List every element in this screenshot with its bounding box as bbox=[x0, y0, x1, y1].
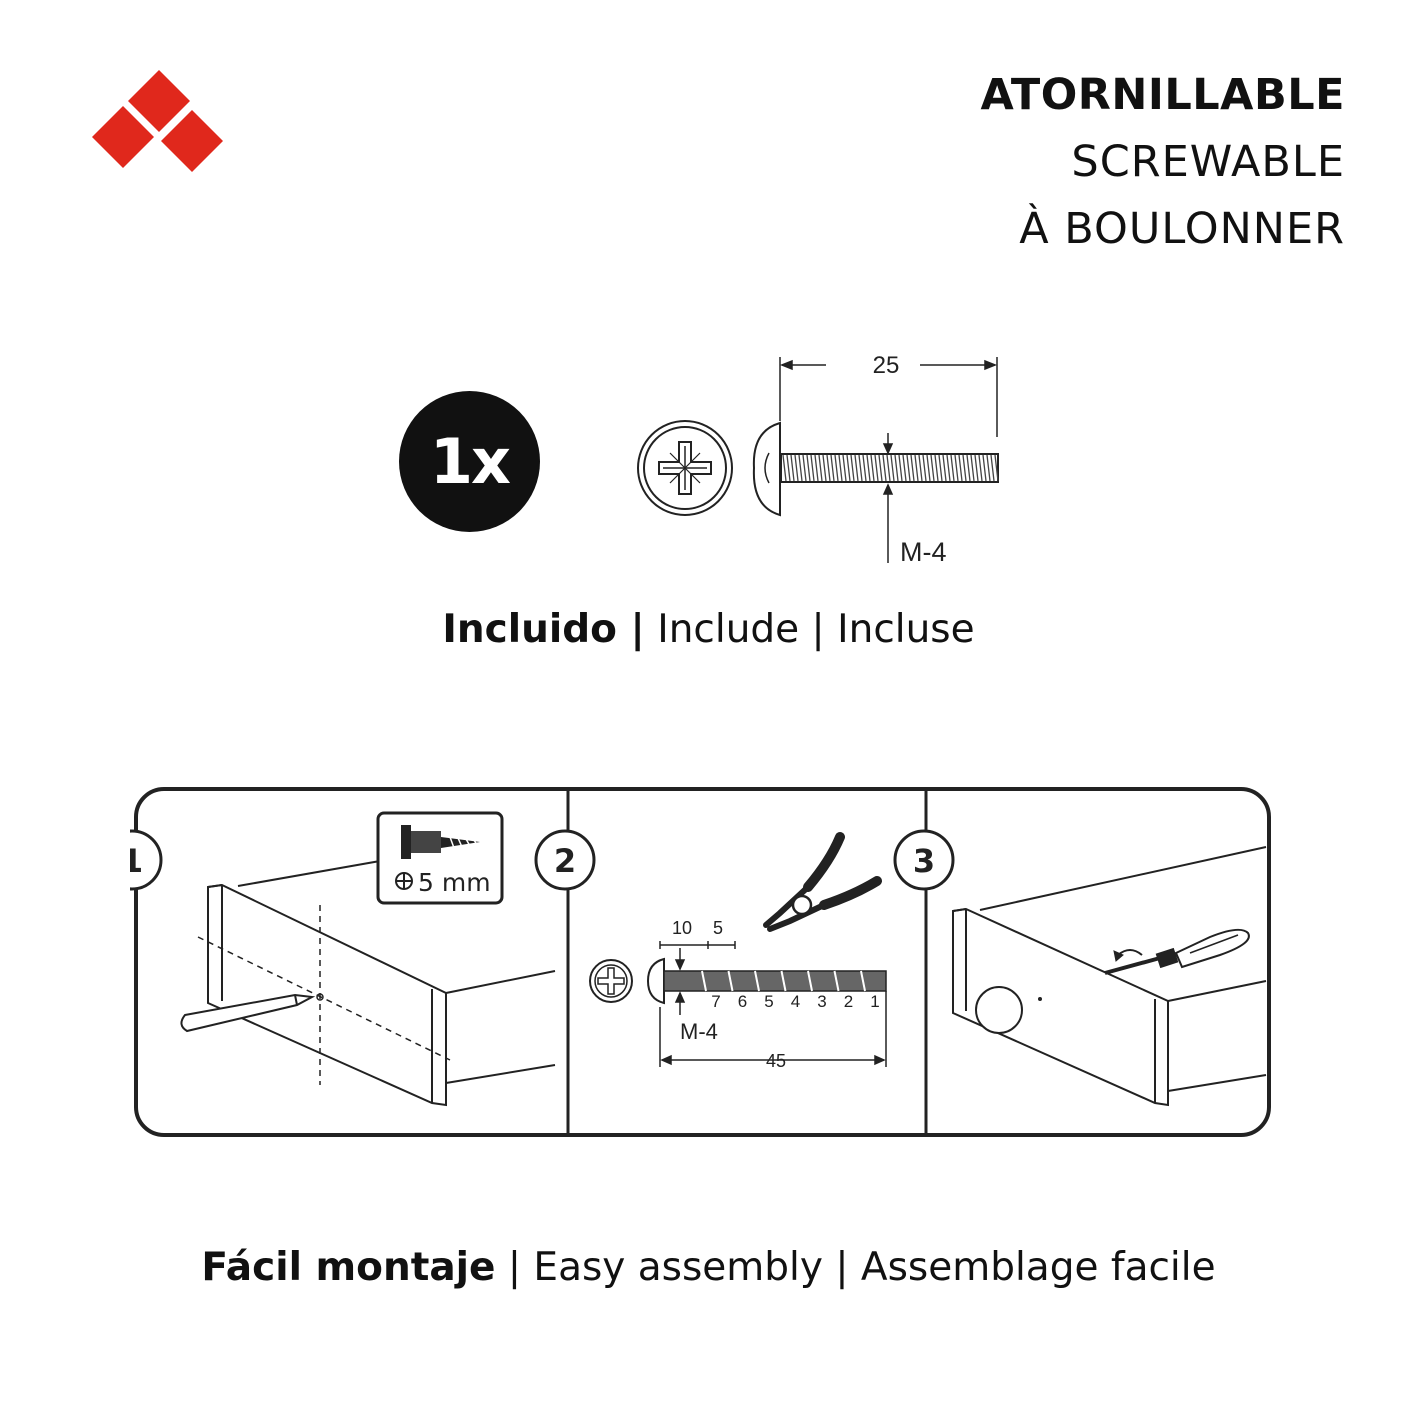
drawer-front-3 bbox=[952, 846, 1267, 1107]
screw-side-view bbox=[752, 421, 999, 517]
included-caption-rest: Include | Incluse bbox=[644, 607, 975, 652]
break-mark-label: 5 bbox=[764, 992, 773, 1011]
assembly-caption-bold: Fácil montaje bbox=[201, 1245, 496, 1290]
step-3-number: 3 bbox=[913, 842, 935, 880]
screw-thread-label: M-4 bbox=[900, 537, 947, 567]
included-caption-bold: Incluido | bbox=[442, 607, 645, 652]
step-3: 3 bbox=[893, 829, 1267, 1107]
dim-5-label: 5 bbox=[713, 918, 723, 938]
step-1: 1 5 mm bbox=[130, 811, 556, 1107]
step-2-length-label: 45 bbox=[766, 1051, 786, 1071]
break-mark bbox=[833, 970, 840, 992]
break-mark bbox=[860, 970, 866, 992]
included-caption: Incluido | Include | Incluse bbox=[0, 607, 1417, 652]
break-mark-label: 3 bbox=[817, 992, 826, 1011]
header-titles: ATORNILLABLE SCREWABLE À BOULONNER bbox=[980, 62, 1345, 263]
pozidriv-head-icon bbox=[637, 420, 733, 516]
step-1-number: 1 bbox=[130, 842, 143, 880]
quantity-badge: 1x bbox=[399, 391, 540, 532]
dim-10-label: 10 bbox=[672, 918, 692, 938]
assembly-caption: Fácil montaje | Easy assembly | Assembla… bbox=[0, 1245, 1417, 1290]
break-mark bbox=[701, 970, 707, 992]
screw-length-label: 25 bbox=[873, 352, 900, 379]
brand-logo-icon bbox=[92, 70, 223, 172]
step-2: 2 10 5 M-4 bbox=[534, 829, 887, 1071]
drill-bit-icon: 5 mm bbox=[376, 811, 504, 905]
title-screwable: SCREWABLE bbox=[1071, 137, 1345, 187]
step-2-badge bbox=[534, 829, 596, 891]
break-mark-label: 1 bbox=[870, 992, 879, 1011]
pliers-icon bbox=[763, 832, 882, 932]
break-mark-label: 4 bbox=[791, 992, 800, 1011]
break-mark bbox=[727, 970, 734, 992]
assembly-caption-rest: | Easy assembly | Assemblage facile bbox=[495, 1245, 1216, 1290]
title-a-boulonner: À BOULONNER bbox=[1019, 204, 1345, 254]
assembly-steps-panel: 1 5 mm bbox=[130, 787, 1271, 1137]
break-mark bbox=[807, 970, 813, 992]
screw-diagram: 25 M-4 bbox=[637, 352, 999, 567]
break-mark-label: 2 bbox=[844, 992, 853, 1011]
break-mark-label: 7 bbox=[711, 992, 720, 1011]
break-mark bbox=[754, 970, 760, 992]
step-2-number: 2 bbox=[554, 842, 576, 880]
break-mark bbox=[780, 970, 787, 992]
drill-size-label: 5 mm bbox=[418, 868, 491, 897]
break-mark-label: 6 bbox=[738, 992, 747, 1011]
drawer-front-1 bbox=[207, 860, 556, 1107]
step-1-badge bbox=[130, 829, 163, 891]
thread-indicator bbox=[882, 433, 894, 563]
title-atornillable: ATORNILLABLE bbox=[980, 70, 1345, 120]
step-2-thread-label: M-4 bbox=[680, 1019, 718, 1044]
step-3-badge bbox=[893, 829, 955, 891]
pencil-icon bbox=[180, 993, 316, 1033]
knob-icon bbox=[975, 986, 1042, 1034]
screwdriver-icon bbox=[1104, 928, 1250, 975]
length-dimension bbox=[779, 357, 998, 437]
